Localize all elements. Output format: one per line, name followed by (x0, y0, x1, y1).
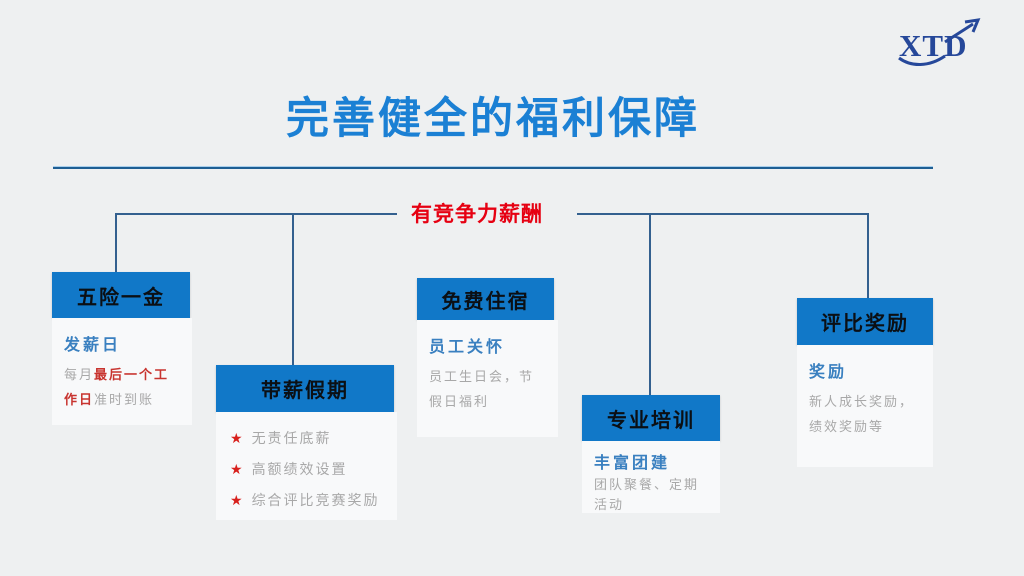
branch-header-training: 专业培训 (582, 395, 720, 441)
company-logo: XTD (885, 16, 995, 70)
card-body: 每月最后一个工作日准时到账 (64, 362, 180, 413)
connector-horizontal-left (115, 213, 397, 215)
branch-header-label: 专业培训 (607, 409, 695, 432)
star-icon: ★ (230, 492, 243, 508)
logo-arrow-icon (898, 18, 981, 66)
card-heading: 员工关怀 (429, 339, 506, 356)
list-item: ★ 无责任底薪 (230, 423, 385, 454)
card-body: 新人成长奖励，绩效奖励等 (809, 394, 915, 435)
body-emphasis: 最后一个工作日 (64, 367, 170, 408)
branch-card-free-housing: 员工关怀 员工生日会，节假日福利 (417, 320, 558, 437)
branch-header-insurance: 五险一金 (52, 272, 190, 318)
connector-horizontal-right (577, 213, 869, 215)
branch-card-training: 丰富团建 团队聚餐、定期活动 (582, 441, 720, 513)
card-heading: 发薪日 (64, 337, 122, 354)
branch-header-rewards: 评比奖励 (797, 298, 933, 345)
title-divider (53, 166, 933, 169)
bullet-text: 无责任底薪 (251, 430, 332, 446)
bullet-text: 高额绩效设置 (251, 461, 348, 477)
branch-card-insurance: 发薪日 每月最后一个工作日准时到账 (52, 318, 192, 425)
connector-vertical-4 (867, 213, 869, 301)
branch-header-label: 评比奖励 (821, 313, 909, 335)
connector-vertical-2 (292, 213, 294, 366)
connector-vertical-1 (115, 213, 117, 273)
bullet-text: 综合评比竞赛奖励 (251, 492, 380, 508)
list-item: ★ 综合评比竞赛奖励 (230, 485, 385, 516)
branch-card-rewards: 奖励 新人成长奖励，绩效奖励等 (797, 345, 933, 467)
card-body: 团队聚餐、定期活动 (594, 477, 700, 513)
branch-header-label: 五险一金 (77, 286, 165, 309)
card-heading: 丰富团建 (594, 455, 671, 472)
page-title: 完善健全的福利保障 (286, 95, 700, 143)
branch-header-paid-leave: 带薪假期 (216, 365, 394, 412)
body-suffix: 准时到账 (94, 392, 155, 408)
branch-header-free-housing: 免费住宿 (417, 278, 554, 320)
branch-header-label: 免费住宿 (441, 290, 530, 313)
card-body: 员工生日会，节假日福利 (429, 369, 535, 410)
star-icon: ★ (230, 430, 243, 446)
root-label: 有竞争力薪酬 (411, 203, 543, 226)
branch-card-paid-leave: ★ 无责任底薪 ★ 高额绩效设置 ★ 综合评比竞赛奖励 (216, 412, 397, 520)
body-prefix: 每月 (64, 367, 95, 382)
branch-header-label: 带薪假期 (261, 380, 349, 402)
card-heading: 奖励 (809, 364, 848, 381)
connector-vertical-3 (649, 213, 651, 396)
list-item: ★ 高额绩效设置 (230, 454, 385, 485)
star-icon: ★ (230, 461, 243, 477)
bullet-list: ★ 无责任底薪 ★ 高额绩效设置 ★ 综合评比竞赛奖励 (228, 423, 385, 516)
